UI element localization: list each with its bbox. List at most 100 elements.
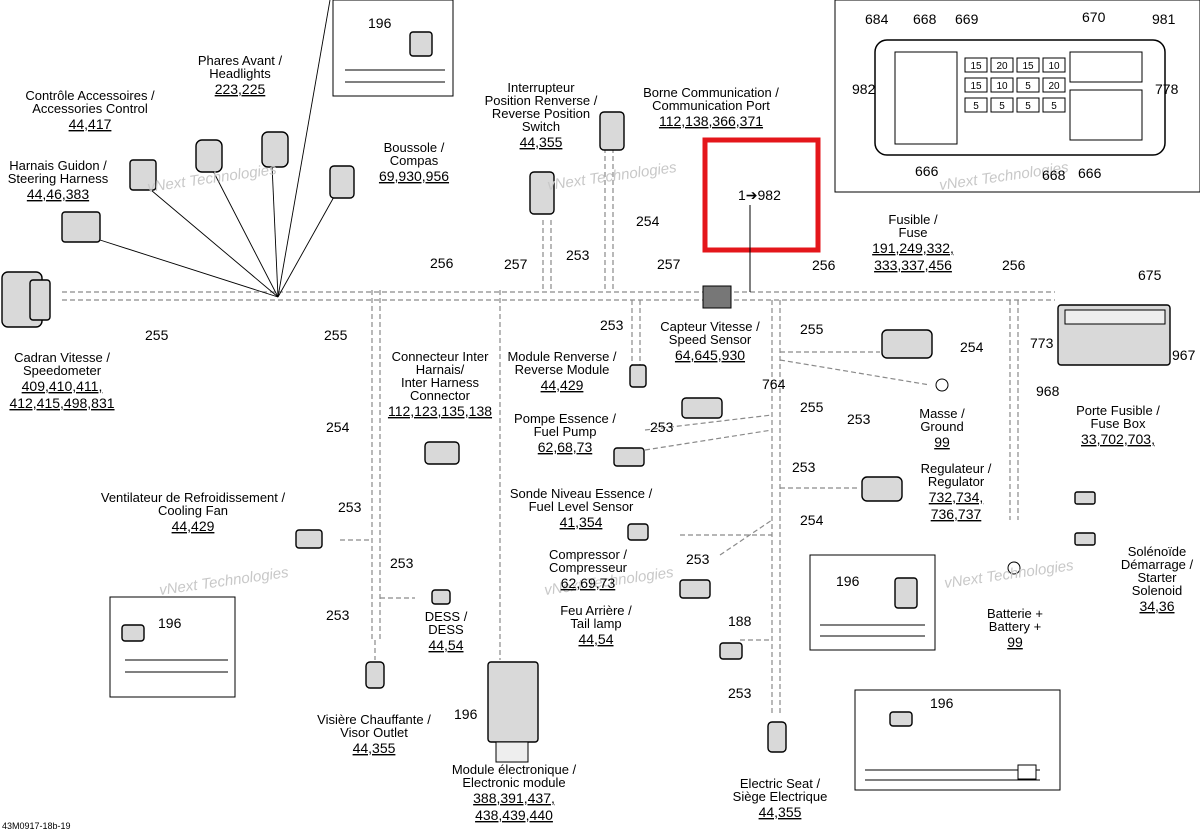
callout-line: Phares Avant / bbox=[198, 53, 283, 68]
callout-battery: Batterie +Battery +99 bbox=[987, 606, 1043, 650]
svg-text:981: 981 bbox=[1152, 11, 1176, 27]
svg-text:255: 255 bbox=[800, 321, 824, 337]
electronic-module-icon bbox=[487, 661, 539, 763]
svg-text:vNext Technologies: vNext Technologies bbox=[943, 557, 1075, 592]
headlight-connector-icon-right bbox=[261, 131, 289, 168]
fuse-slot-label: 5 bbox=[1025, 81, 1031, 92]
callout-refs: 112,138,366,371 bbox=[659, 113, 763, 129]
callout-line: Harnais/ bbox=[416, 362, 465, 377]
svg-text:666: 666 bbox=[1078, 165, 1102, 181]
speedometer-connector-icon bbox=[1, 271, 51, 328]
callout-line: Starter bbox=[1137, 570, 1177, 585]
callout-line: Steering Harness bbox=[8, 171, 109, 186]
callout-line: Electric Seat / bbox=[740, 776, 821, 791]
callout-line: Regulator bbox=[928, 474, 985, 489]
callout-line: Electronic module bbox=[462, 775, 565, 790]
callout-line: Démarrage / bbox=[1121, 557, 1194, 572]
svg-text:668: 668 bbox=[1042, 167, 1066, 183]
callout-line: Accessories Control bbox=[32, 101, 148, 116]
fuse-slot-label: 15 bbox=[970, 81, 982, 92]
svg-text:256: 256 bbox=[1002, 257, 1026, 273]
callout-line: Cadran Vitesse / bbox=[14, 350, 110, 365]
svg-text:684: 684 bbox=[865, 11, 889, 27]
fuse-slot bbox=[964, 57, 988, 73]
svg-text:188: 188 bbox=[728, 613, 752, 629]
callout-refs: 44,355 bbox=[759, 804, 802, 820]
callout-line: Ventilateur de Refroidissement / bbox=[101, 490, 286, 505]
callout-line: Compresseur bbox=[549, 560, 628, 575]
battery-terminal-icon bbox=[1007, 561, 1021, 575]
fuse-slot bbox=[990, 97, 1014, 113]
fuse-slot-label: 15 bbox=[970, 61, 982, 72]
fuse-slot bbox=[990, 57, 1014, 73]
svg-text:675: 675 bbox=[1138, 267, 1162, 283]
fuse-slot-label: 20 bbox=[1048, 81, 1060, 92]
svg-text:778: 778 bbox=[1155, 81, 1179, 97]
callout-line: Headlights bbox=[209, 66, 271, 81]
svg-text:764: 764 bbox=[762, 376, 786, 392]
callout-refs-2: 736,737 bbox=[931, 506, 982, 522]
callout-fuel-level: Sonde Niveau Essence /Fuel Level Sensor4… bbox=[510, 486, 653, 530]
fuse-slot-label: 10 bbox=[996, 81, 1008, 92]
callout-cooling-fan: Ventilateur de Refroidissement /Cooling … bbox=[101, 490, 286, 534]
communication-port-connector-icon bbox=[599, 111, 625, 151]
svg-text:256: 256 bbox=[430, 255, 454, 271]
fuse-slot-label: 10 bbox=[1048, 61, 1060, 72]
svg-text:253: 253 bbox=[338, 499, 362, 515]
callout-refs: 409,410,411, bbox=[22, 378, 103, 394]
callout-line: Reverse Module bbox=[515, 362, 610, 377]
fuse-slot bbox=[1042, 57, 1066, 73]
callout-refs: 388,391,437, bbox=[473, 790, 555, 806]
svg-text:967: 967 bbox=[1172, 347, 1196, 363]
callout-line: Fuel Pump bbox=[534, 424, 597, 439]
svg-text:253: 253 bbox=[326, 607, 350, 623]
callout-refs: 44,355 bbox=[353, 740, 396, 756]
callout-refs: 99 bbox=[1007, 634, 1023, 650]
callout-refs: 33,702,703, bbox=[1081, 431, 1155, 447]
part-code: 43M0917-18b-19 bbox=[2, 821, 71, 831]
callout-line: Visor Outlet bbox=[340, 725, 408, 740]
callout-line: Fuse Box bbox=[1091, 416, 1146, 431]
fuel-level-connector-icon bbox=[627, 523, 649, 541]
callout-electronic-module: Module électronique /Electronic module38… bbox=[452, 762, 577, 823]
fuse-connector-icon bbox=[881, 329, 933, 359]
callout-line: Module Renverse / bbox=[507, 349, 616, 364]
fuse-slot bbox=[990, 77, 1014, 93]
callout-line: Ground bbox=[920, 419, 963, 434]
callout-speedometer: Cadran Vitesse /Speedometer409,410,411,4… bbox=[9, 350, 114, 411]
callout-line: Sonde Niveau Essence / bbox=[510, 486, 653, 501]
callout-line: Borne Communication / bbox=[643, 85, 779, 100]
callout-line: Solenoid bbox=[1132, 583, 1183, 598]
branch-lines bbox=[99, 0, 336, 298]
svg-text:968: 968 bbox=[1036, 383, 1060, 399]
inset-mid-connector bbox=[809, 554, 936, 651]
callout-line: Speed Sensor bbox=[669, 332, 752, 347]
callout-refs: 223,225 bbox=[215, 81, 266, 97]
fuse-box-icon bbox=[1057, 304, 1171, 366]
callout-line: Module électronique / bbox=[452, 762, 577, 777]
svg-text:253: 253 bbox=[847, 411, 871, 427]
callout-refs: 112,123,135,138 bbox=[388, 403, 492, 419]
svg-text:669: 669 bbox=[955, 11, 979, 27]
fuse-slot bbox=[1042, 97, 1066, 113]
reverse-module-connector-icon bbox=[629, 364, 647, 388]
callout-refs: 62,69,73 bbox=[561, 575, 616, 591]
accessories-control-connector-icon bbox=[129, 159, 157, 191]
svg-text:vNext Technologies: vNext Technologies bbox=[546, 159, 678, 194]
callout-line: Tail lamp bbox=[570, 616, 621, 631]
callout-refs-2: 438,439,440 bbox=[475, 807, 553, 823]
svg-text:253: 253 bbox=[390, 555, 414, 571]
steering-harness-connector-icon bbox=[61, 211, 101, 243]
svg-text:196: 196 bbox=[930, 695, 954, 711]
wire-ref-labels: 255 255 255 255 256 256 256 257 257 253 … bbox=[145, 15, 1196, 722]
callout-line: Reverse Position bbox=[492, 106, 590, 121]
regulator-connector-icon bbox=[861, 476, 903, 502]
